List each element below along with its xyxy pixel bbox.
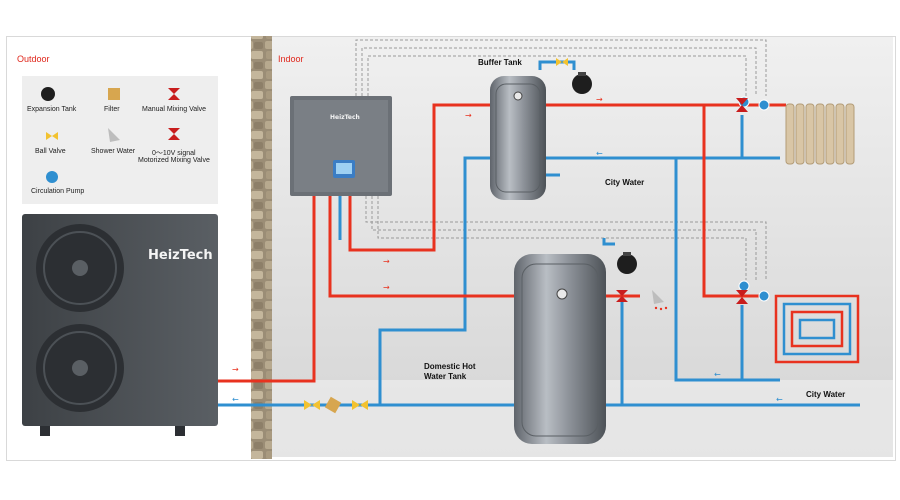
dhw-tank-label-2: Water Tank [424,372,467,381]
hot-water-pipes [218,103,786,383]
outdoor-heat-pump-unit [22,214,218,436]
svg-text:←: ← [714,370,721,379]
outdoor-unit-brand: HeizTech [148,248,213,263]
legend-ball-valve-label: Ball Valve [35,148,66,155]
indoor-hydro-unit [290,96,392,196]
legend-circulation-pump-label: Circulation Pump [31,188,85,195]
radiator [785,103,855,165]
filter [324,396,342,414]
flow-arrows: → ← → → ← → → ← ← [232,95,783,404]
dhw-tank-label-1: Domestic Hot [424,362,476,371]
outdoor-zone-label: Outdoor [17,54,50,64]
buffer-tank [490,76,546,200]
legend-motorized-valve-label-1: 0～10V signal [152,150,196,157]
svg-text:←: ← [232,395,239,404]
indoor-unit-brand: HeizTech [330,114,360,121]
legend-icons [41,87,180,183]
legend-motorized-valve-label-2: Motorized Mixing Valve [138,157,210,164]
svg-text:←: ← [596,149,603,158]
city-water-main-label: City Water [806,390,846,399]
mixing-valves [616,98,748,304]
shower-head [652,290,668,311]
svg-text:→: → [596,95,603,104]
domestic-hot-water-tank [514,254,606,444]
legend-manual-mixing-valve-label: Manual Mixing Valve [142,106,207,113]
ball-valves [304,58,568,410]
svg-text:→: → [383,257,390,266]
legend-expansion-tank-label: Expansion Tank [27,106,77,113]
svg-text:→: → [232,365,239,374]
signal-lines [355,39,767,280]
indoor-zone-label: Indoor [278,54,304,64]
stone-wall [251,36,272,459]
legend-filter-label: Filter [104,106,120,113]
city-water-buffer-label: City Water [605,178,645,187]
legend-shower-water-label: Shower Water [91,148,136,155]
svg-text:→: → [465,111,472,120]
underfloor-heating-loop [774,294,860,364]
svg-text:←: ← [776,395,783,404]
expansion-tanks [572,72,637,274]
svg-text:→: → [383,283,390,292]
buffer-tank-label: Buffer Tank [478,58,522,67]
cold-water-pipes [218,60,860,407]
